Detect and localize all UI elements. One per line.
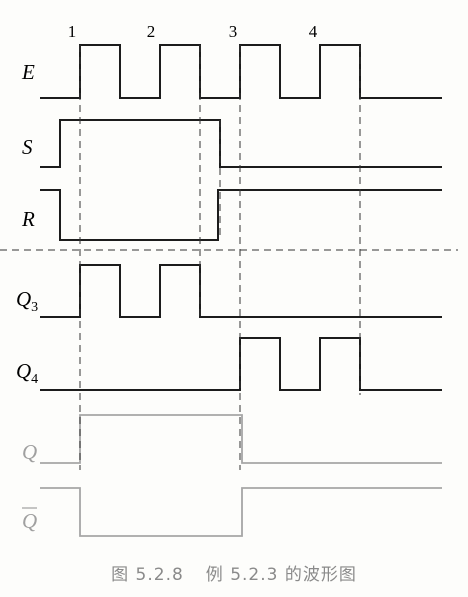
waveform-s bbox=[40, 119, 442, 168]
signal-label-qbar: Q bbox=[22, 509, 37, 533]
pulse-number-1: 1 bbox=[68, 22, 77, 41]
signal-label-e: E bbox=[21, 60, 35, 84]
signal-label-s: S bbox=[22, 135, 33, 159]
signal-label-q4: Q4 bbox=[16, 359, 38, 387]
signal-label-q: Q bbox=[22, 440, 37, 464]
waveform-e bbox=[40, 44, 442, 99]
waveform-qbar bbox=[40, 487, 442, 537]
pulse-number-3: 3 bbox=[229, 22, 238, 41]
waveform-q3 bbox=[40, 264, 442, 318]
waveform-q4 bbox=[40, 337, 442, 391]
signal-label-r: R bbox=[21, 207, 35, 231]
pulse-number-4: 4 bbox=[309, 22, 318, 41]
waveform-r bbox=[40, 189, 442, 241]
waveform-q bbox=[40, 414, 442, 464]
signal-label-q3: Q3 bbox=[16, 287, 38, 315]
pulse-number-2: 2 bbox=[147, 22, 156, 41]
